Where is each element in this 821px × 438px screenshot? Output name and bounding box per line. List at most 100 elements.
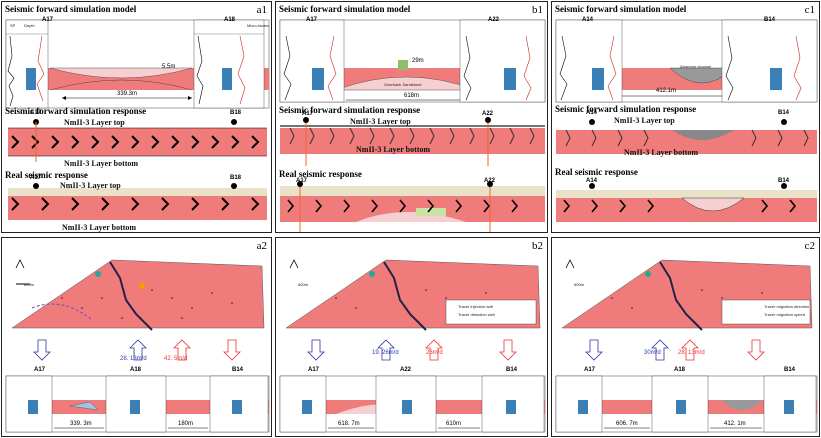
distance-label: 610m <box>446 421 462 427</box>
well-section <box>279 375 546 433</box>
panel-c2: c2 600m Tracer migration direction Trace… <box>551 237 820 437</box>
well-section <box>555 375 818 433</box>
well-label: A14 <box>582 17 594 23</box>
model-section <box>555 19 818 103</box>
distance-label: 606. 7m <box>616 421 638 427</box>
panel-c1: Seismic forward simulation model c1 A14 … <box>551 1 820 233</box>
model-section <box>5 19 270 109</box>
simulated-seismic <box>556 119 817 154</box>
well-map <box>561 259 813 331</box>
well-label: A18 <box>224 17 236 23</box>
distance-label: 618. 7m <box>338 421 360 427</box>
distance-label: 339. 3m <box>70 421 92 427</box>
real-title: Real seismic response <box>279 169 362 179</box>
model-section <box>279 19 546 103</box>
real-seismic <box>280 181 545 232</box>
log-header-sp: SP <box>10 23 16 28</box>
distance-label: 618m <box>404 93 420 99</box>
response-title: Seismic forward simulation response <box>5 106 147 116</box>
channel-label: Abandon channel <box>680 64 712 69</box>
tracer-speed: 30m/d <box>644 350 661 356</box>
response-title: Seismic forward simulation response <box>555 104 697 114</box>
real-seismic <box>8 183 267 220</box>
well-label: B18 <box>230 175 242 181</box>
panel-label: a1 <box>256 4 267 16</box>
panel-a2: a2 600m 28. 13m/d 42. 5m/d A17 A18 B14 3… <box>1 237 272 437</box>
well-label: A17 <box>306 17 318 23</box>
well-label: A22 <box>488 17 500 23</box>
layer-bottom-label: NmII-3 Layer bottom <box>62 223 137 232</box>
tracer-speed: 42. 5m/d <box>164 356 188 362</box>
well-label: B14 <box>232 367 244 373</box>
response-title: Seismic forward simulation response <box>279 105 421 115</box>
simulated-seismic <box>280 117 545 166</box>
well-label: A22 <box>400 367 412 373</box>
well-label: A22 <box>484 178 496 184</box>
panel-b2: b2 600m Tracer injection well Tracer det… <box>275 237 548 437</box>
well-label: A17 <box>30 175 42 181</box>
well-label: B14 <box>778 178 790 184</box>
scale-label: 600m <box>298 282 309 287</box>
sandstone-label: Overbank Sandstone <box>384 82 422 87</box>
layer-bottom-label: NmII-3 Layer bottom <box>64 159 139 168</box>
well-label: B14 <box>506 367 518 373</box>
real-title: Real seismic response <box>5 170 88 180</box>
well-label: A18 <box>674 367 686 373</box>
panel-label: b1 <box>532 4 543 16</box>
model-title: Seismic forward simulation model <box>5 4 137 14</box>
legend-injection: Tracer injection well <box>458 304 494 309</box>
layer-bottom-label: NmII-3 Layer bottom <box>624 148 699 157</box>
scale-label: 600m <box>574 282 585 287</box>
thickness-label: 29m <box>412 58 424 64</box>
well-label: A17 <box>584 367 596 373</box>
well-label: A17 <box>302 111 314 117</box>
tracer-arrows <box>33 339 241 361</box>
well-label: B14 <box>764 17 776 23</box>
panel-label: b2 <box>532 240 543 252</box>
well-label: B14 <box>778 110 790 116</box>
layer-bottom-label: NmII-3 Layer bottom <box>356 145 431 154</box>
well-label: B18 <box>230 110 242 116</box>
log-header-depth: Depth <box>24 23 35 28</box>
well-label: A18 <box>130 367 142 373</box>
log-header-micro: Micro-facies <box>247 23 269 28</box>
layer-top-label: NmII-3 Layer top <box>614 116 675 125</box>
legend-detection: Tracer detection well <box>458 312 495 317</box>
distance-label: 412.1m <box>656 88 677 94</box>
tracer-arrows <box>585 339 765 361</box>
well-map <box>285 259 541 331</box>
panel-label: c2 <box>804 240 815 252</box>
tracer-arrows <box>307 339 517 361</box>
panel-b1: Seismic forward simulation model b1 A17 … <box>275 1 548 233</box>
legend-speed: Tracer migration speed <box>764 312 805 317</box>
well-label: A17 <box>30 110 42 116</box>
distance-label: 412. 1m <box>724 421 746 427</box>
distance-label: 5.5m <box>162 64 176 70</box>
panel-label: c1 <box>804 4 815 16</box>
well-label: A17 <box>34 367 46 373</box>
model-title: Seismic forward simulation model <box>555 4 687 14</box>
well-label: A14 <box>586 178 598 184</box>
well-label: B14 <box>784 367 796 373</box>
tracer-speed: 26m/d <box>426 350 443 356</box>
distance-label: 339.3m <box>117 91 138 97</box>
layer-top-label: NmII-3 Layer top <box>60 181 121 190</box>
tracer-speed: 28. 13m/d <box>678 350 705 356</box>
simulated-seismic <box>8 119 267 162</box>
tracer-speed: 19. 26m/d <box>372 350 399 356</box>
model-title: Seismic forward simulation model <box>279 4 411 14</box>
well-map <box>11 259 265 331</box>
layer-top-label: NmII-3 Layer top <box>350 117 411 126</box>
well-section <box>5 375 270 433</box>
well-label: A17 <box>296 178 308 184</box>
real-title: Real seismic response <box>555 167 638 177</box>
well-label: A17 <box>308 367 320 373</box>
layer-top-label: NmII-3 Layer top <box>64 118 125 127</box>
well-label: A22 <box>482 111 494 117</box>
real-seismic <box>556 183 817 222</box>
legend-direction: Tracer migration direction <box>764 304 810 309</box>
well-label: A17 <box>42 17 54 23</box>
tracer-speed: 28. 13m/d <box>120 356 147 362</box>
panel-label: a2 <box>256 240 267 252</box>
panel-a1: Seismic forward simulation model a1 A17 … <box>1 1 272 233</box>
